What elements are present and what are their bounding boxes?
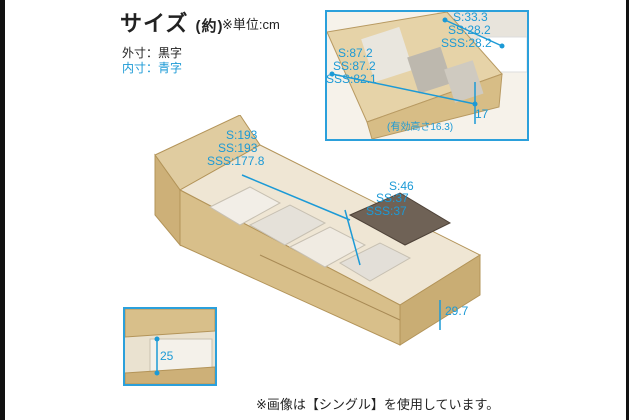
bed-main-photo [150, 114, 500, 355]
bed-width-ss: SS:37 [376, 191, 409, 205]
bed-length-ss: SS:193 [218, 141, 258, 155]
legend-inner: 内寸：青字 [122, 61, 183, 75]
bed-illustration [154, 114, 482, 346]
right-frame-bar [626, 0, 629, 420]
drawer-width-s: S:87.2 [338, 46, 373, 60]
drawer-effective-height: (有効高さ16.3) [387, 122, 454, 133]
under-bed-height: 25 [160, 349, 174, 363]
footer-note: ※画像は【シングル】を使用しています。 [256, 397, 500, 412]
bed-width-s: S:46 [389, 179, 414, 193]
bed-length-s: S:193 [226, 128, 258, 142]
drawer-height: 17 [475, 107, 489, 121]
drawer-inset-photo [325, 10, 529, 141]
drawer-depth-sss: SSS:28.2 [441, 36, 492, 50]
bed-height: 29.7 [445, 304, 469, 318]
title-suffix: (約) [195, 18, 224, 35]
legend-outer: 外寸：黒字 [122, 46, 183, 60]
left-frame-bar [0, 0, 5, 420]
drawer-width-ss: SS:87.2 [333, 59, 376, 73]
under-bed-illustration [125, 309, 215, 384]
unit-note: ※単位:cm [222, 17, 280, 32]
under-bed-inset-photo [123, 307, 217, 386]
drawer-inset-illustration [327, 12, 527, 139]
page-title: サイズ (約) [120, 6, 223, 38]
drawer-width-sss: SSS:82.1 [326, 72, 377, 86]
bed-length-sss: SSS:177.8 [207, 154, 265, 168]
bed-width-sss: SSS:37 [366, 204, 407, 218]
drawer-depth-ss: SS:28.2 [448, 23, 491, 37]
drawer-depth-s: S:33.3 [453, 10, 488, 24]
title-text: サイズ [120, 11, 189, 36]
